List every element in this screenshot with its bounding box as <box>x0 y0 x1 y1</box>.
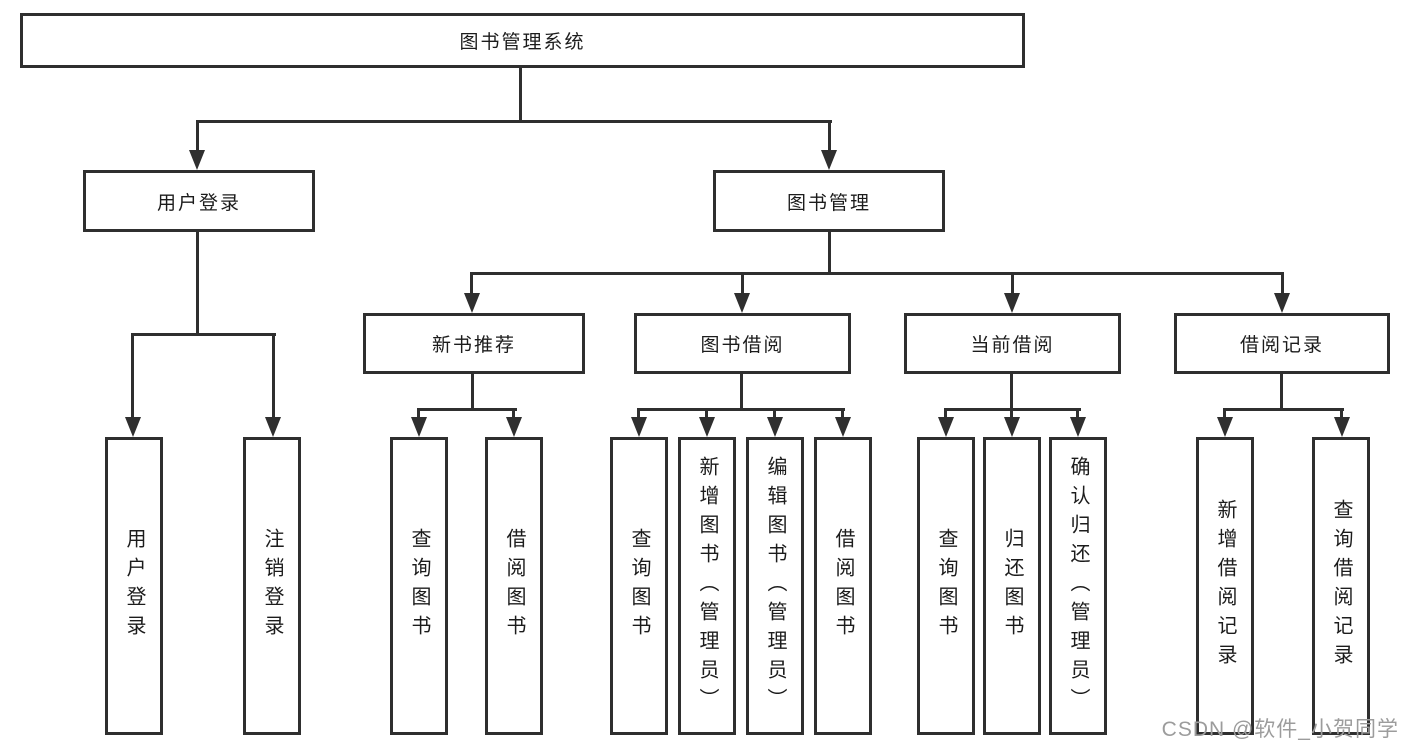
leaf-label: 归还图书 <box>1001 528 1023 644</box>
node-current-borrowing: 当前借阅 <box>904 313 1121 374</box>
connector-line <box>470 272 1284 275</box>
arrow-down-icon <box>1070 417 1086 437</box>
connector-line <box>740 374 743 410</box>
connector-line <box>1076 408 1079 420</box>
connector-line <box>1011 272 1014 295</box>
leaf-label: 编辑图书（管理员） <box>764 455 786 717</box>
node-library-management-system: 图书管理系统 <box>20 13 1025 68</box>
leaf-current-confirm-admin: 确认归还（管理员） <box>1049 437 1107 735</box>
leaf-current-return: 归还图书 <box>983 437 1041 735</box>
connector-line <box>519 68 522 123</box>
leaf-borrow-query: 查询图书 <box>610 437 668 735</box>
arrow-down-icon <box>411 417 427 437</box>
leaf-borrow-add-admin: 新增图书（管理员） <box>678 437 736 735</box>
connector-line <box>512 408 515 420</box>
connector-line <box>741 272 744 295</box>
connector-line <box>417 408 517 411</box>
connector-line <box>196 232 199 335</box>
leaf-label: 查询图书 <box>935 528 957 644</box>
arrow-down-icon <box>1217 417 1233 437</box>
connector-line <box>828 120 831 152</box>
arrow-down-icon <box>835 417 851 437</box>
arrow-down-icon <box>1004 417 1020 437</box>
leaf-borrow-edit-admin: 编辑图书（管理员） <box>746 437 804 735</box>
leaf-label: 新增借阅记录 <box>1214 499 1236 673</box>
node-user-login-module: 用户登录 <box>83 170 315 232</box>
node-label: 用户登录 <box>156 192 241 214</box>
arrow-down-icon <box>265 417 281 437</box>
arrow-down-icon <box>699 417 715 437</box>
node-label: 图书管理系统 <box>459 32 586 53</box>
connector-line <box>637 408 640 420</box>
leaf-label: 借阅图书 <box>503 528 525 644</box>
connector-line <box>1280 374 1283 410</box>
node-label: 图书借阅 <box>700 335 785 356</box>
arrow-down-icon <box>189 150 205 170</box>
connector-line <box>272 333 275 419</box>
node-label: 图书管理 <box>786 192 871 214</box>
connector-line <box>637 408 845 411</box>
leaf-current-query: 查询图书 <box>917 437 975 735</box>
connector-line <box>705 408 708 420</box>
leaf-newbook-query: 查询图书 <box>390 437 448 735</box>
node-label: 新书推荐 <box>431 335 516 356</box>
connector-line <box>196 120 199 152</box>
leaf-label: 用户登录 <box>123 528 145 644</box>
connector-line <box>1010 408 1013 420</box>
arrow-down-icon <box>631 417 647 437</box>
connector-line <box>131 333 276 336</box>
arrow-down-icon <box>734 293 750 313</box>
arrow-down-icon <box>938 417 954 437</box>
arrow-down-icon <box>464 293 480 313</box>
leaf-label: 新增图书（管理员） <box>696 455 718 717</box>
node-label: 借阅记录 <box>1239 335 1324 356</box>
leaf-label: 查询借阅记录 <box>1330 499 1352 673</box>
arrow-down-icon <box>125 417 141 437</box>
connector-line <box>131 333 134 419</box>
csdn-watermark: CSDN @软件_小贺同学 <box>1161 718 1399 741</box>
connector-line <box>1340 408 1343 420</box>
leaf-newbook-borrow: 借阅图书 <box>485 437 543 735</box>
node-label: 当前借阅 <box>970 335 1055 356</box>
node-borrow-records: 借阅记录 <box>1174 313 1390 374</box>
arrow-down-icon <box>821 150 837 170</box>
connector-line <box>1281 272 1284 295</box>
leaf-user-login: 用户登录 <box>105 437 163 735</box>
connector-line <box>471 374 474 410</box>
leaf-borrow-borrow: 借阅图书 <box>814 437 872 735</box>
leaf-label: 注销登录 <box>261 528 283 644</box>
arrow-down-icon <box>1334 417 1350 437</box>
node-book-borrowing: 图书借阅 <box>634 313 851 374</box>
connector-line <box>1223 408 1344 411</box>
leaf-label: 查询图书 <box>628 528 650 644</box>
leaf-record-add: 新增借阅记录 <box>1196 437 1254 735</box>
leaf-label: 查询图书 <box>408 528 430 644</box>
connector-line <box>197 120 832 123</box>
connector-line <box>470 272 473 295</box>
connector-line <box>841 408 844 420</box>
node-new-book-recommend: 新书推荐 <box>363 313 585 374</box>
connector-line <box>828 232 831 275</box>
leaf-record-query: 查询借阅记录 <box>1312 437 1370 735</box>
leaf-label: 借阅图书 <box>832 528 854 644</box>
arrow-down-icon <box>506 417 522 437</box>
leaf-label: 确认归还（管理员） <box>1067 455 1089 717</box>
leaf-logout: 注销登录 <box>243 437 301 735</box>
connector-line <box>944 408 947 420</box>
connector-line <box>417 408 420 420</box>
arrow-down-icon <box>767 417 783 437</box>
arrow-down-icon <box>1274 293 1290 313</box>
connector-line <box>773 408 776 420</box>
node-book-management-module: 图书管理 <box>713 170 945 232</box>
arrow-down-icon <box>1004 293 1020 313</box>
connector-line <box>1010 374 1013 410</box>
connector-line <box>1223 408 1226 420</box>
